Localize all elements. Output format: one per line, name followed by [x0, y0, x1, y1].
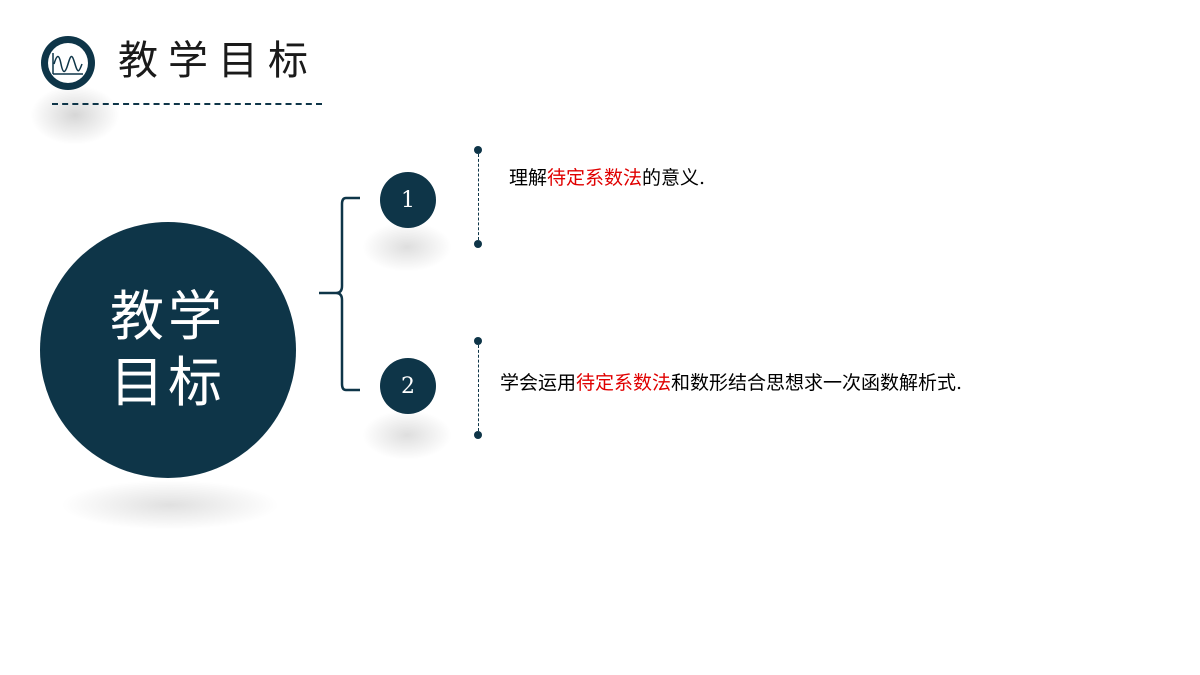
title-divider	[52, 103, 322, 105]
logo	[41, 36, 95, 90]
wave-chart-icon	[52, 53, 83, 75]
goal-number-2: 2	[380, 358, 436, 414]
goal-1-before: 理解	[509, 167, 548, 189]
goal-2-divider	[478, 345, 479, 431]
goal-1-top-dot	[474, 146, 482, 154]
goal-2-top-dot	[474, 337, 482, 345]
center-circle: 教学 目标	[40, 222, 296, 478]
goal-2-text: 学会运用待定系数法和数形结合思想求一次函数解析式.	[500, 370, 962, 396]
goal-2-before: 学会运用	[500, 372, 577, 394]
brace-connector	[319, 196, 360, 392]
page-title: 教学目标	[118, 38, 318, 84]
goal-2-after: 和数形结合思想求一次函数解析式.	[671, 372, 963, 394]
goal-1-text: 理解待定系数法的意义.	[509, 165, 705, 191]
number-circle-shadow	[362, 410, 452, 460]
goal-2-bottom-dot	[474, 431, 482, 439]
goal-1-bottom-dot	[474, 240, 482, 248]
goal-1-divider	[478, 154, 479, 240]
center-text-line2: 目标	[110, 351, 226, 414]
goal-2-highlight: 待定系数法	[576, 372, 672, 394]
title-shadow	[30, 85, 120, 145]
goal-1-highlight: 待定系数法	[547, 167, 643, 189]
goal-1-after: 的意义.	[642, 167, 706, 189]
center-text-line1: 教学	[110, 285, 226, 348]
big-circle-shadow	[60, 480, 280, 530]
number-circle-shadow	[362, 222, 452, 272]
goal-number-1: 1	[380, 172, 436, 228]
